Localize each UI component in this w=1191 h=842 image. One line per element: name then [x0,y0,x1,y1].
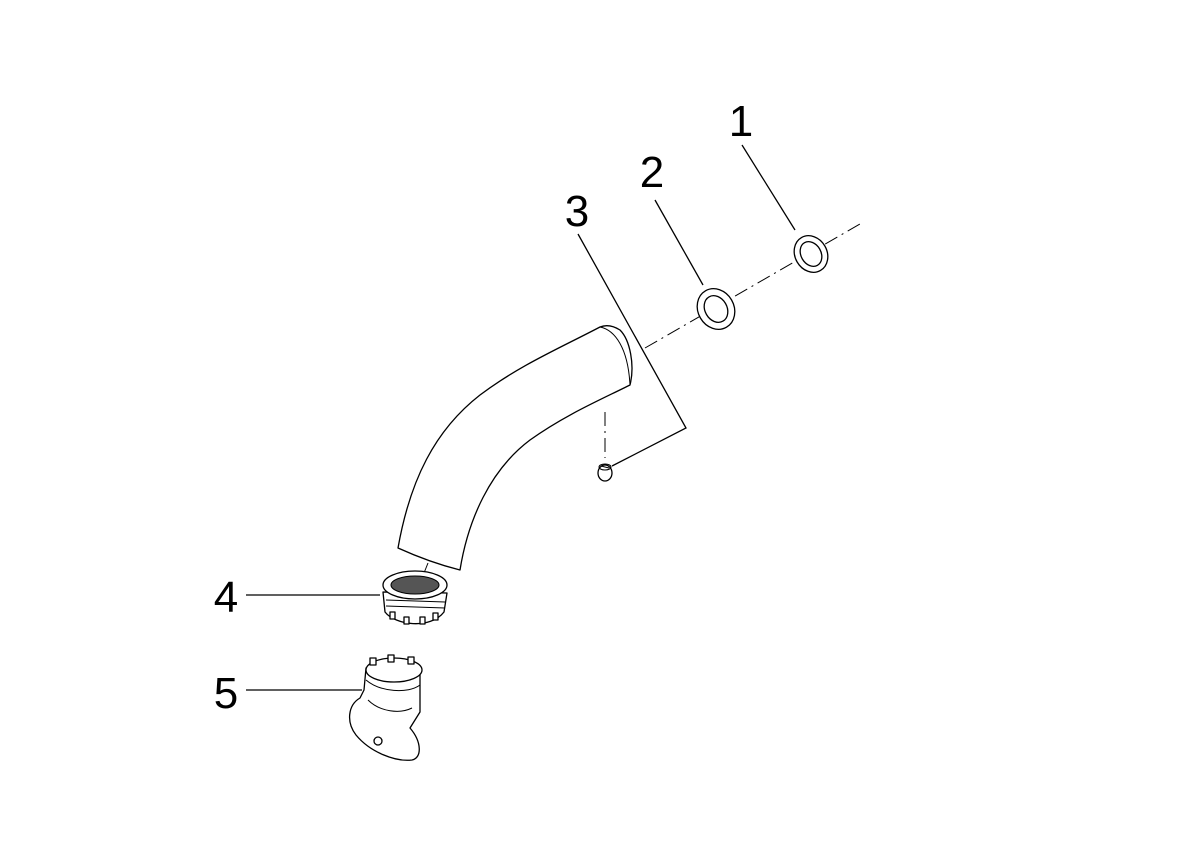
callout-5: 5 [214,669,238,718]
callout-1: 1 [729,97,753,146]
part-5-aerator-key [349,654,423,761]
leader-lines [246,144,796,691]
part-4-aerator [382,570,448,625]
part-2-washer [696,288,736,330]
part-3-set-screw [597,463,613,482]
callout-4: 4 [214,573,238,622]
callout-2: 2 [640,148,664,197]
spout [397,325,633,571]
callout-3: 3 [565,187,589,236]
part-1-washer [793,235,829,273]
